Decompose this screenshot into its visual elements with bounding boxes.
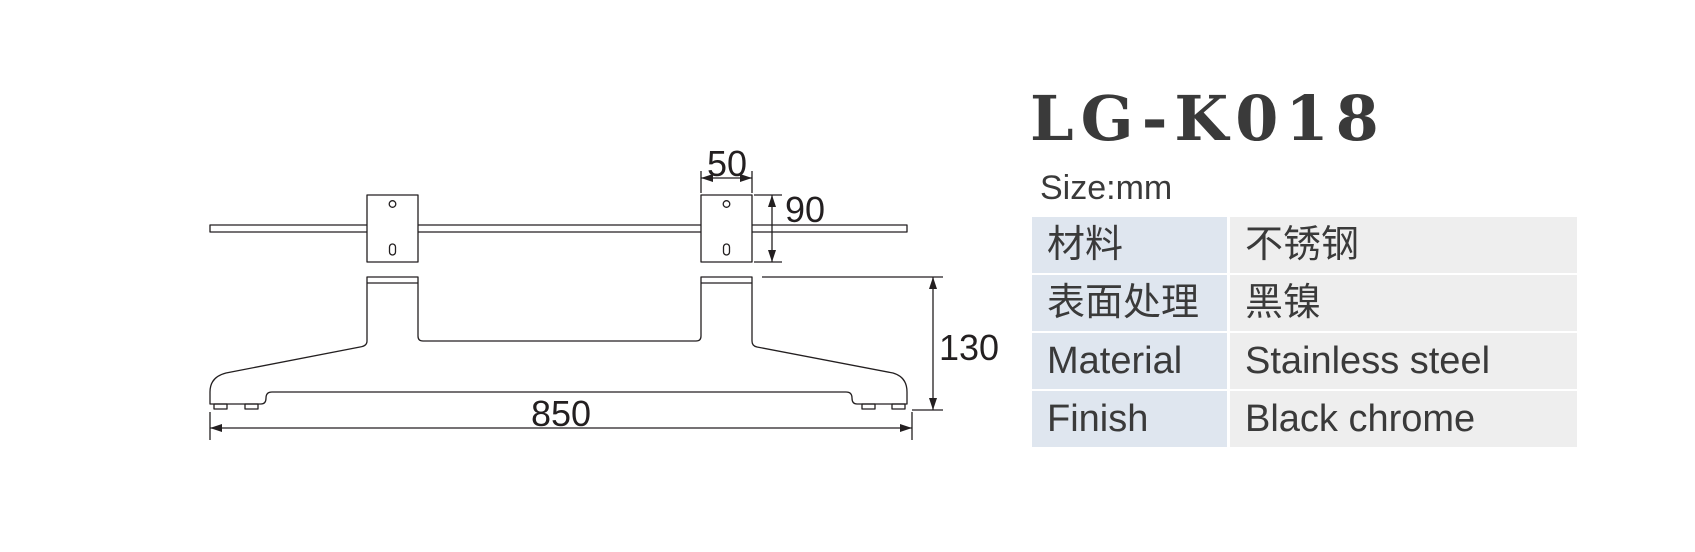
- bracket-hole-slot: [388, 243, 397, 256]
- bracket-hole-round: [722, 200, 731, 208]
- table-row: 材料 不锈钢: [1032, 217, 1577, 275]
- size-unit-label: Size:mm: [1040, 169, 1173, 207]
- dimension-bracket-width: 50: [700, 143, 753, 193]
- foot-pad: [244, 403, 259, 410]
- table-row: 表面处理 黑镍: [1032, 274, 1577, 333]
- dimension-label-stand-height: 130: [939, 327, 999, 368]
- spec-key: 材料: [1032, 217, 1230, 275]
- table-row: Material Stainless steel: [1032, 332, 1577, 391]
- spec-value: 黑镍: [1228, 274, 1577, 333]
- front-view: [209, 276, 908, 410]
- spec-key: Material: [1032, 332, 1230, 391]
- table-row: Finish Black chrome: [1032, 390, 1577, 449]
- spec-value: Stainless steel: [1228, 332, 1577, 391]
- spec-value: Black chrome: [1228, 390, 1577, 449]
- left-bracket: [366, 194, 419, 263]
- spec-table: 材料 不锈钢 表面处理 黑镍 Material Stainless steel …: [1032, 217, 1577, 449]
- dimension-label-bracket-width: 50: [707, 143, 747, 184]
- bracket-hole-round: [388, 200, 397, 208]
- spec-key: Finish: [1032, 390, 1230, 449]
- foot-pad: [861, 403, 876, 410]
- dimension-stand-height: 130: [762, 276, 999, 411]
- right-bracket: [700, 194, 753, 263]
- stand-body: [209, 276, 908, 405]
- mounting-rail: [209, 224, 908, 233]
- top-view: [209, 194, 908, 263]
- bracket-hole-slot: [722, 243, 731, 256]
- dimension-label-bracket-height: 90: [785, 189, 825, 230]
- dimension-total-width: 850: [209, 393, 913, 440]
- foot-pad: [213, 403, 228, 410]
- spec-key: 表面处理: [1032, 274, 1230, 333]
- dimension-bracket-height: 90: [754, 189, 825, 263]
- technical-drawing: 50 90 130 850: [209, 143, 999, 440]
- dimension-label-total-width: 850: [531, 393, 591, 434]
- model-title: LG-K018: [1030, 82, 1386, 155]
- foot-pad: [891, 403, 906, 410]
- spec-value: 不锈钢: [1228, 217, 1577, 275]
